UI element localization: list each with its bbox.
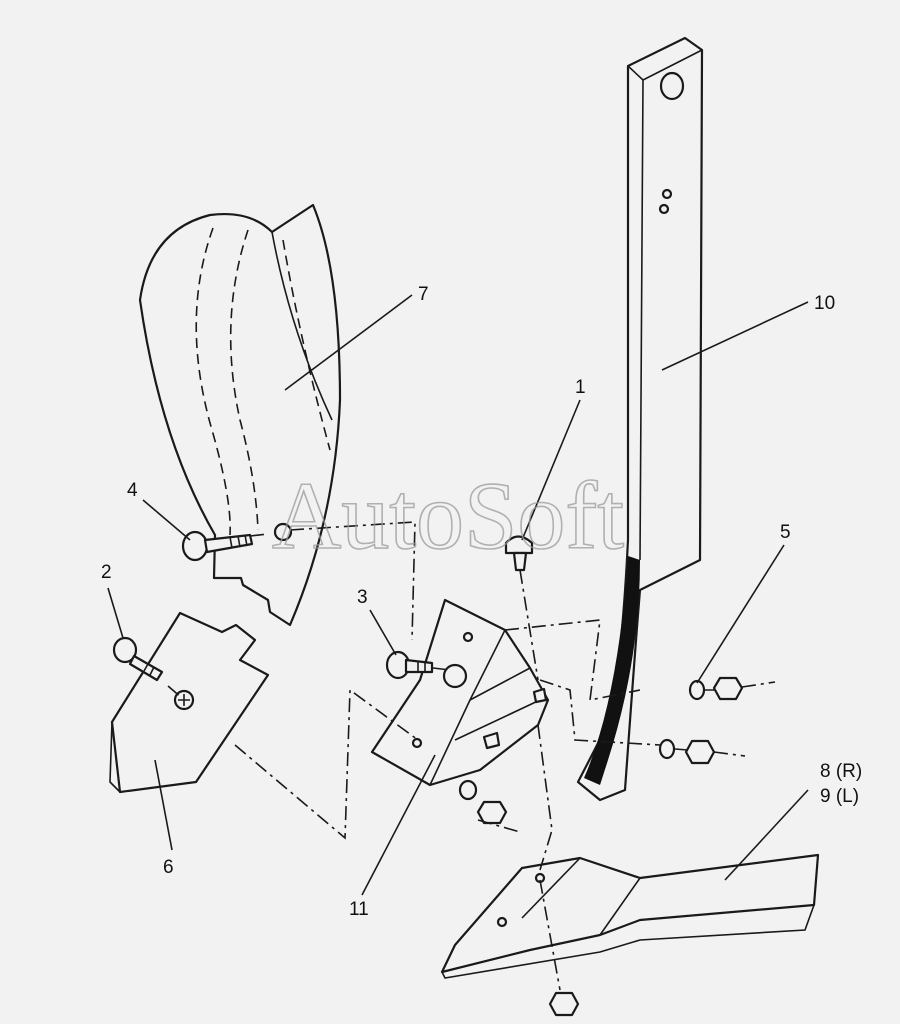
callout-2: 2 — [101, 562, 112, 583]
part-11-frog — [370, 598, 550, 787]
part-4-bolt — [181, 522, 293, 562]
callout-10: 10 — [814, 293, 835, 314]
callout-1: 1 — [575, 377, 586, 398]
leader-lines — [107, 294, 809, 896]
callout-3: 3 — [357, 587, 368, 608]
watermark: AutoSoft — [272, 462, 624, 569]
part-10-shank — [576, 36, 704, 802]
callout-7: 7 — [418, 284, 429, 305]
part-2-bolt — [112, 636, 164, 682]
assembly-lines — [167, 521, 776, 991]
part-8-9-share — [440, 853, 820, 979]
part-6-point — [109, 611, 270, 794]
callout-5: 5 — [780, 522, 791, 543]
callout-8: 8 (R) — [820, 761, 862, 782]
part-5-washers-nuts — [458, 676, 744, 1017]
callout-11: 11 — [349, 899, 369, 920]
callout-4: 4 — [127, 480, 138, 501]
callout-9: 9 (L) — [820, 786, 859, 807]
part-3-bolt — [385, 650, 434, 680]
callout-6: 6 — [163, 857, 174, 878]
part-7-moldboard — [138, 203, 342, 627]
